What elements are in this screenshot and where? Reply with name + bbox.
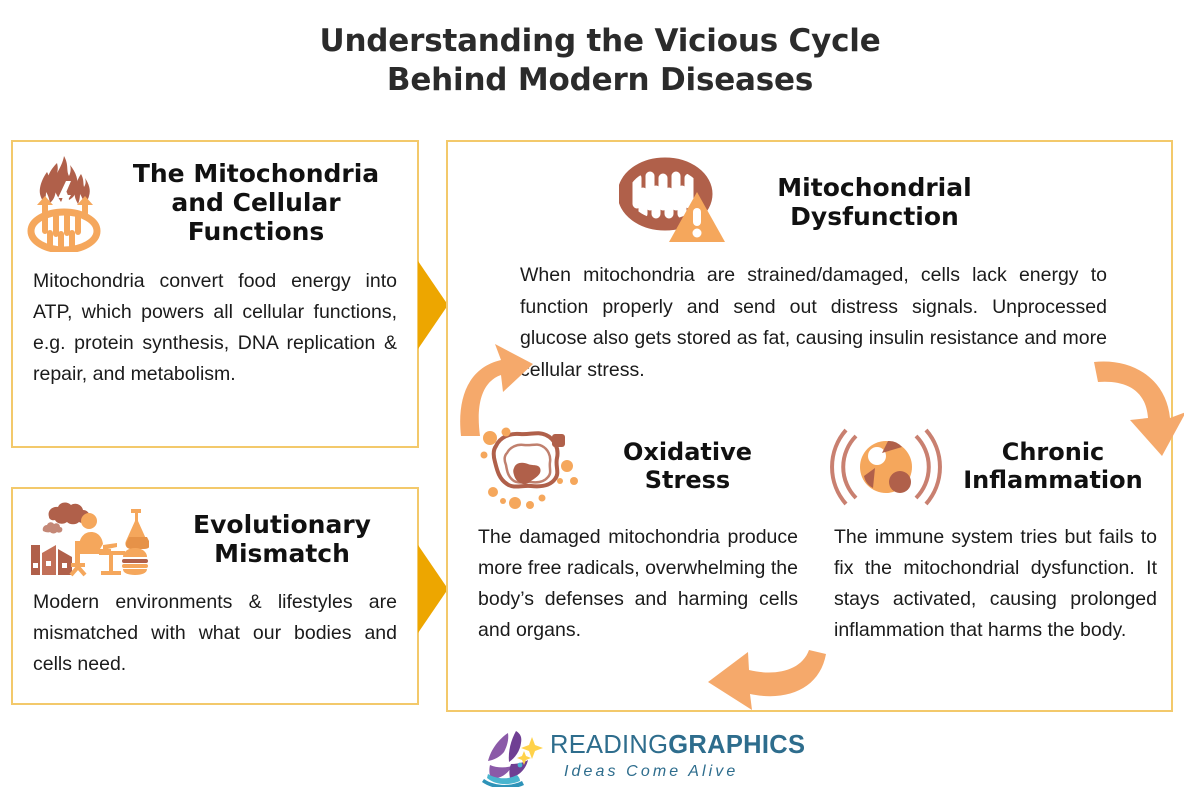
block-inflammation-heading: Chronic Inflammation xyxy=(963,438,1143,494)
block-dysfunction-body: When mitochondria are strained/damaged, … xyxy=(520,264,1107,381)
arrow-oxidative-to-dysfunction xyxy=(460,344,533,436)
logo-tagline: Ideas Come Alive xyxy=(564,763,739,780)
block-inflammation-body: The immune system tries but fails to fix… xyxy=(834,526,1157,641)
card-evolutionary-mismatch: Evolutionary Mismatch Modern environment… xyxy=(11,487,419,705)
readingraphics-logo: READINGGRAPHICS Ideas Come Alive xyxy=(478,727,805,789)
logo-word-bold: GRAPHICS xyxy=(668,731,806,759)
factory-desk-fastfood-icon xyxy=(31,502,149,577)
damaged-mitochondria-warning-icon xyxy=(618,157,725,242)
block-dysfunction-header: Mitochondrial Dysfunction xyxy=(448,142,1175,248)
block-oxidative-stress: Oxidative Stress The damaged mitochondri… xyxy=(466,424,806,646)
block-dysfunction-heading: Mitochondrial Dysfunction xyxy=(777,173,972,231)
card-evolutionary-heading: Evolutionary Mismatch xyxy=(193,510,371,568)
card-mitochondria-and-cellular-functions: The Mitochondria and Cellular Functions … xyxy=(11,140,419,448)
logo-wordmark: READINGGRAPHICS xyxy=(550,731,805,760)
card-mitochondria-header: The Mitochondria and Cellular Functions xyxy=(13,142,417,252)
card-evolutionary-body: Modern environments & lifestyles are mis… xyxy=(33,591,397,675)
page-title-line-1: Understanding the Vicious Cycle xyxy=(319,23,881,59)
card-mitochondria-body: Mitochondria convert food energy into AT… xyxy=(33,270,397,385)
block-chronic-inflammation: Chronic Inflammation The immune system t… xyxy=(822,424,1167,646)
inflamed-cell-icon xyxy=(830,428,942,506)
block-oxidative-header: Oxidative Stress xyxy=(466,424,806,510)
logo-word-light: READING xyxy=(550,731,669,759)
connector-evolutionary-to-cycle xyxy=(418,545,448,633)
book-sail-star-logo-icon xyxy=(482,731,543,787)
mitochondria-flame-icon xyxy=(27,156,101,252)
arrow-inflammation-to-oxidative xyxy=(708,650,826,710)
card-evolutionary-header: Evolutionary Mismatch xyxy=(13,489,417,577)
block-oxidative-heading: Oxidative Stress xyxy=(622,438,753,494)
connector-mitochondria-to-cycle xyxy=(418,261,448,349)
block-inflammation-header: Chronic Inflammation xyxy=(822,424,1167,510)
block-oxidative-body: The damaged mitochondria produce more fr… xyxy=(478,526,798,641)
arrow-dysfunction-to-inflammation xyxy=(1094,361,1184,456)
panel-vicious-cycle: Mitochondrial Dysfunction When mitochond… xyxy=(446,140,1173,712)
card-mitochondria-heading: The Mitochondria and Cellular Functions xyxy=(132,158,380,246)
free-radical-cell-icon xyxy=(480,427,578,509)
page-title: Understanding the Vicious Cycle Behind M… xyxy=(0,22,1200,100)
block-mitochondrial-dysfunction: Mitochondrial Dysfunction When mitochond… xyxy=(448,142,1175,386)
page-title-line-2: Behind Modern Diseases xyxy=(386,62,814,98)
